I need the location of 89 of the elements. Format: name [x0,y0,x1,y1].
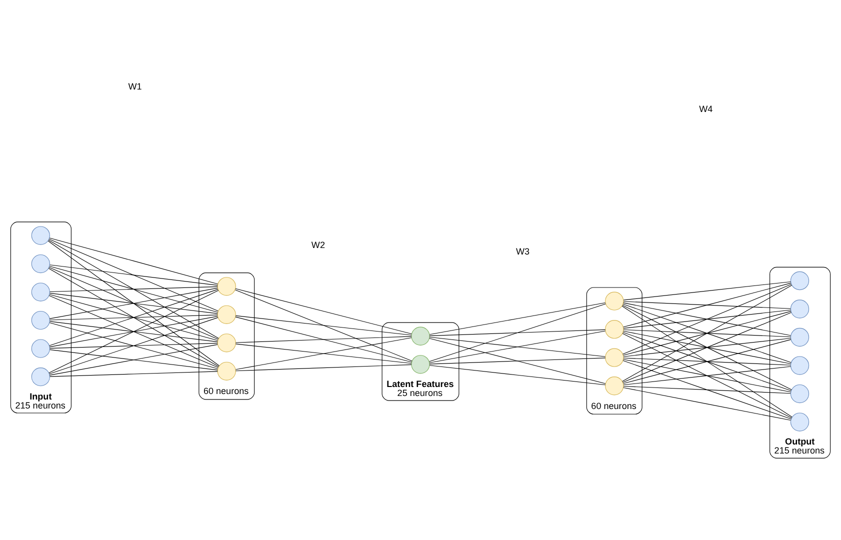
label: W4 [699,104,713,114]
connector [623,282,792,328]
node-circle [605,320,624,339]
connector [49,288,218,319]
node-circle [31,310,50,330]
connector [48,238,218,312]
node-circle [605,292,624,310]
node-circle [31,282,50,302]
connector [429,336,606,357]
connector [48,240,219,339]
connector [235,337,412,370]
connector [623,359,791,392]
connector [623,311,792,356]
cluster: 60 neurons [198,272,255,400]
connector [49,238,218,284]
node-circle [217,334,236,352]
connector [48,240,220,366]
connector [50,321,218,342]
connector [622,304,792,390]
connector [622,332,792,392]
node-circle [790,328,810,347]
connector [622,304,792,363]
connector [48,268,219,367]
connector [623,387,791,421]
connector [235,316,412,362]
connector [622,284,792,382]
connector [235,364,412,372]
connector [622,284,792,354]
node-circle [790,356,810,375]
connector [49,266,218,312]
connector [50,342,218,349]
node-circle [217,277,236,296]
connector [49,316,218,348]
node-circle [31,226,50,245]
connector [429,338,606,384]
node-circle [790,412,810,432]
node-circle [411,326,430,346]
node-circle [790,300,810,318]
connector [429,330,606,364]
connector [623,386,791,394]
connector [50,264,218,286]
connector [622,306,792,418]
connector [49,344,218,376]
connector [50,349,218,370]
connector [50,292,218,314]
connector [234,290,412,362]
connector [623,358,791,366]
node-circle [790,271,810,290]
node-circle [31,339,50,358]
connector [429,358,606,364]
label: W2 [311,240,325,250]
node-circle [605,348,624,367]
connector [429,302,606,335]
connector [623,281,792,300]
connector [623,366,792,386]
connector [622,333,792,418]
connector [429,329,606,336]
connector [622,312,792,383]
connector [429,365,606,386]
connector [622,360,792,420]
cluster: Input 215 neurons [10,222,72,414]
node-circle [31,254,50,274]
node-circle [790,384,810,404]
connector [623,330,791,364]
label: W3 [516,246,530,257]
connector [50,286,218,292]
node-circle [217,305,236,324]
connector [235,315,412,336]
connector [50,371,218,377]
connector [235,288,412,334]
connector [623,310,792,329]
node-circle [217,362,236,380]
node-circle [31,368,50,386]
node-circle [605,376,624,396]
connector [235,336,412,343]
connector [48,267,218,340]
cluster: Output 215 neurons [770,266,831,458]
cluster: 60 neurons [586,287,642,414]
connector [623,329,791,338]
connector [623,339,792,384]
label: W1 [128,82,142,92]
connector [623,338,792,357]
connector [623,302,791,336]
node-circle [411,355,430,374]
cluster: Latent Features 25 neurons [382,322,460,401]
connector [50,314,218,320]
connector [235,344,412,364]
connector [623,301,791,309]
connector [429,304,606,362]
